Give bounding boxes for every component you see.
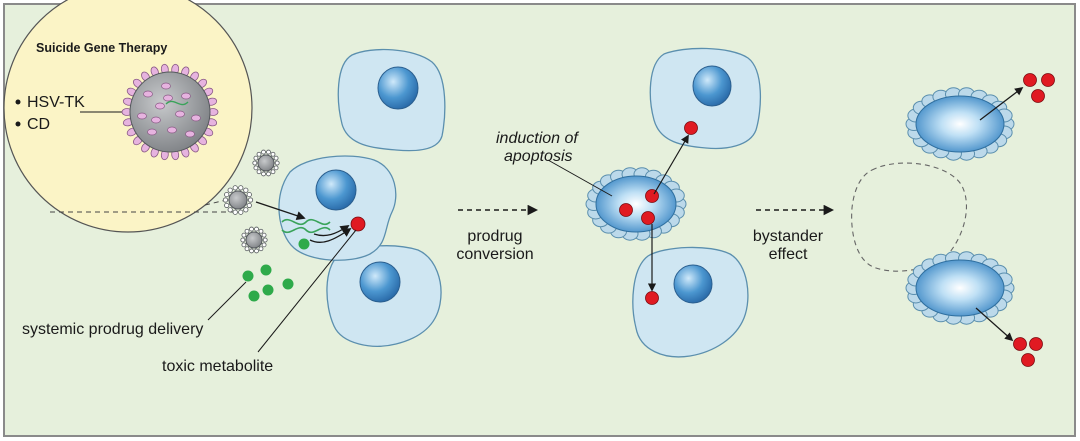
toxic-metabolite-molecule xyxy=(641,211,655,225)
cell-top xyxy=(337,48,446,152)
cell-top xyxy=(649,47,762,150)
inset-item-hsv-tk: HSV-TK xyxy=(27,94,85,111)
bullet-dot xyxy=(15,99,21,105)
nucleus xyxy=(315,169,357,211)
cell-apoptotic xyxy=(905,87,1015,161)
virus-large-icon xyxy=(121,63,219,161)
toxic-metabolite-molecule xyxy=(619,203,633,217)
toxic-metabolite-molecule xyxy=(645,189,659,203)
conversion-arrow xyxy=(313,224,350,237)
toxic-metabolite-molecule xyxy=(350,216,366,232)
diffusion-arrow xyxy=(653,134,689,195)
label-toxic-metabolite: toxic metabolite xyxy=(162,358,273,375)
label-pointer xyxy=(547,159,613,197)
virus-entry-arrow xyxy=(255,201,306,221)
dna-strand-icon xyxy=(281,218,331,234)
cell-bottom xyxy=(632,246,749,358)
nucleus xyxy=(377,66,419,110)
toxic-metabolite-cluster xyxy=(1013,337,1043,367)
cell-bottom xyxy=(326,245,442,347)
nucleus xyxy=(692,65,732,107)
prodrug-molecule xyxy=(248,290,260,302)
nucleus xyxy=(673,264,713,304)
label-prodrug: prodrug xyxy=(467,228,522,245)
label-pointer xyxy=(257,229,357,353)
bullet-dot xyxy=(15,121,21,127)
prodrug-molecule xyxy=(298,238,310,250)
prodrug-molecule xyxy=(282,278,294,290)
release-arrow xyxy=(979,86,1024,121)
label-conversion: conversion xyxy=(456,246,533,263)
virus-small-icon xyxy=(222,185,254,215)
prodrug-molecule xyxy=(262,284,274,296)
toxic-metabolite-cluster xyxy=(1023,73,1055,103)
cell-apoptotic xyxy=(585,167,687,241)
toxic-metabolite-molecule xyxy=(684,121,698,135)
label-apoptosis: apoptosis xyxy=(504,148,573,165)
toxic-metabolite-molecule xyxy=(645,291,659,305)
inset-item-cd: CD xyxy=(27,116,50,133)
label-induction-of: induction of xyxy=(496,130,579,147)
nucleus xyxy=(359,261,401,303)
label-effect: effect xyxy=(769,246,808,263)
cell-infected xyxy=(278,155,397,261)
inset-circle: Suicide Gene Therapy HSV-TK CD xyxy=(3,0,253,233)
label-systemic-prodrug-delivery: systemic prodrug delivery xyxy=(22,321,203,338)
cell-apoptotic xyxy=(905,251,1015,325)
inset-title: Suicide Gene Therapy xyxy=(36,41,167,55)
label-pointer xyxy=(207,281,247,321)
prodrug-molecule xyxy=(260,264,272,276)
release-arrow xyxy=(975,307,1014,342)
prodrug-molecule xyxy=(242,270,254,282)
virus-small-icon xyxy=(252,149,280,177)
virus-small-icon xyxy=(240,226,268,254)
label-bystander: bystander xyxy=(753,228,824,245)
